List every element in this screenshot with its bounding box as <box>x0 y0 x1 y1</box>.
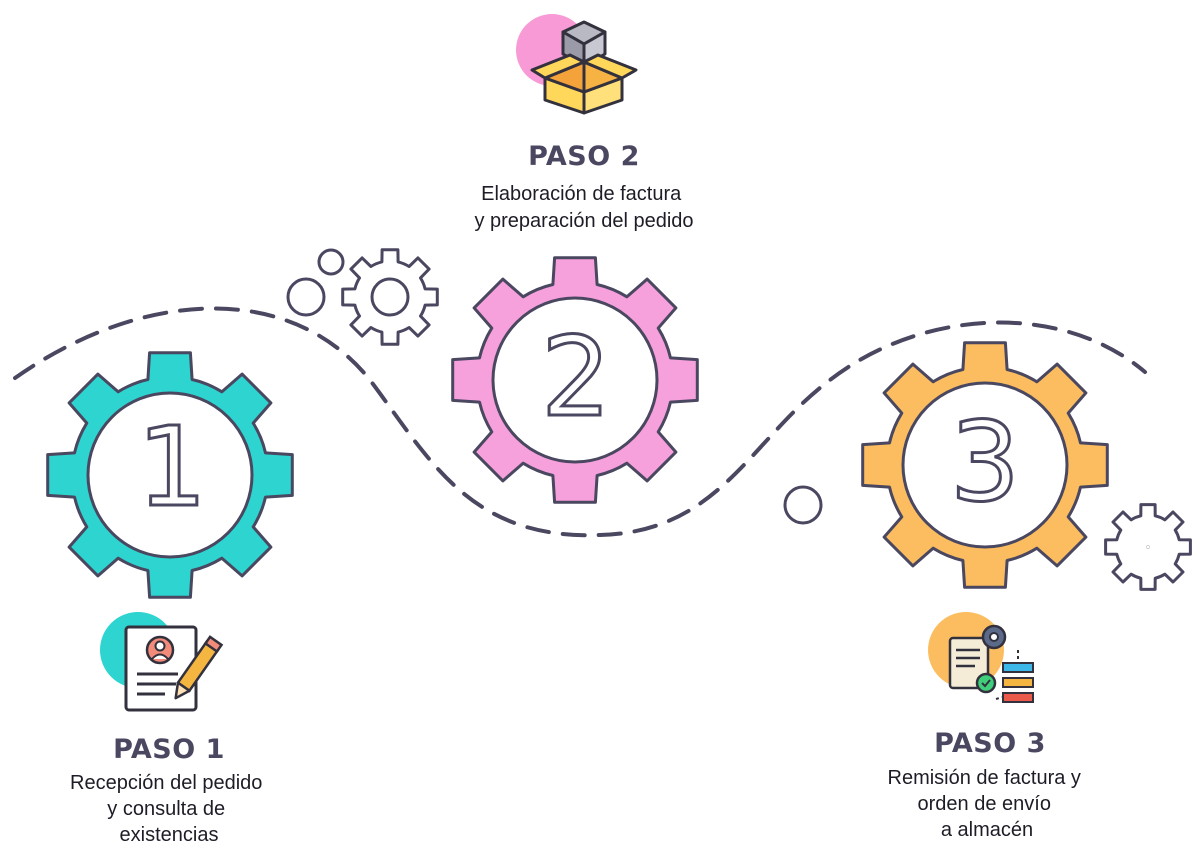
step-1-desc-line: existencias <box>120 824 219 846</box>
decor-circle <box>783 485 823 525</box>
document-workflow-icon <box>928 612 1034 703</box>
step-1-number: 1 <box>137 403 207 531</box>
step-2-gear <box>451 256 699 504</box>
gear-hub <box>491 296 659 464</box>
gear-hub <box>901 381 1069 549</box>
decor-gear-icon <box>341 248 439 346</box>
step-1-description: Recepción del pedido y consulta de exist… <box>70 772 268 846</box>
step-1-gear <box>46 351 294 599</box>
step-2-number: 2 <box>541 313 611 441</box>
decor-circle <box>317 248 345 276</box>
step-3-desc-line: Remisión de factura y <box>888 767 1081 789</box>
step-1-title: PASO 1 <box>113 734 225 765</box>
step-3-desc-line: orden de envío <box>918 793 1051 815</box>
step-3-gear <box>861 341 1109 589</box>
step-2-desc-line: y preparación del pedido <box>474 210 693 232</box>
step-3-desc-line: a almacén <box>941 819 1033 841</box>
resume-document-pencil-icon <box>100 612 224 712</box>
step-3-number: 3 <box>950 398 1020 526</box>
step-3-title: PASO 3 <box>934 728 1046 759</box>
step-1-desc-line: Recepción del pedido <box>70 772 262 794</box>
step-1-desc-line: y consulta de <box>107 798 225 820</box>
step-2-title: PASO 2 <box>528 141 640 172</box>
open-box-icon <box>516 14 638 115</box>
gear-hub <box>370 277 410 317</box>
step-2-description: Elaboración de factura y preparación del… <box>474 183 693 232</box>
gear-hub <box>86 391 254 559</box>
step-3-description: Remisión de factura y orden de envío a a… <box>888 767 1087 841</box>
decor-gear-icon <box>1104 503 1192 591</box>
decor-circle <box>286 277 326 317</box>
dashed-route <box>13 306 1147 538</box>
step-2-desc-line: Elaboración de factura <box>481 183 682 205</box>
